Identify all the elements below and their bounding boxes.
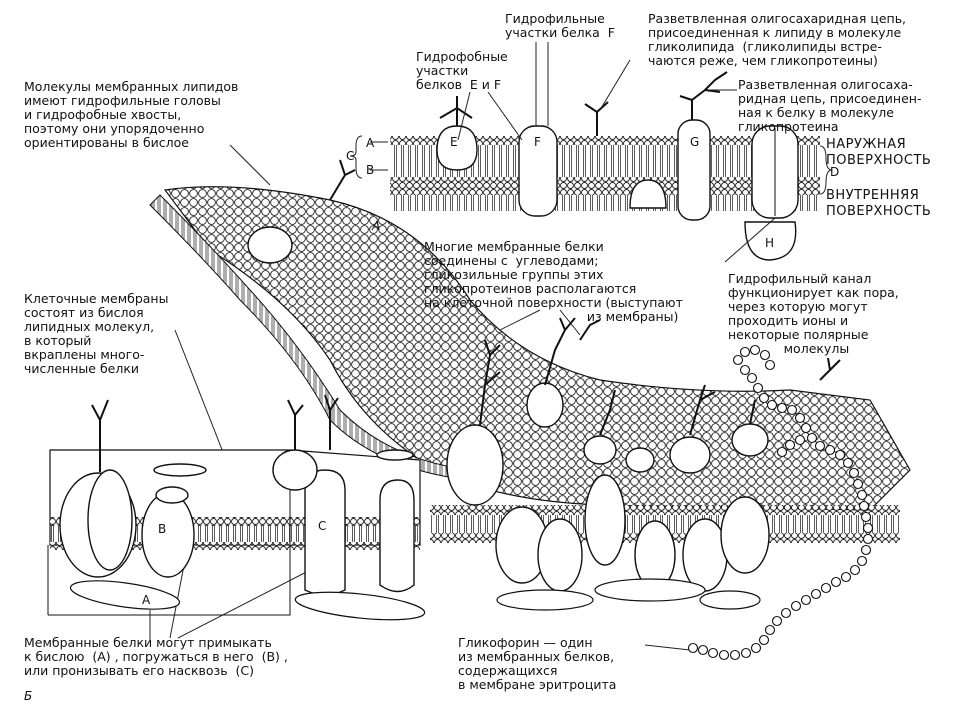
label-branched-glycoprotein: Разветвленная олигосаха- ридная цепь, пр… bbox=[738, 77, 922, 134]
label-branched-glycolipid: Разветвленная олигосахаридная цепь, прис… bbox=[648, 11, 907, 68]
protein-f bbox=[518, 125, 558, 217]
label-hydrophilic-f: Гидрофильные участки белка F bbox=[505, 11, 615, 40]
curved-sheet-top bbox=[163, 186, 911, 511]
protein-g bbox=[677, 119, 711, 221]
label-layer-a: А bbox=[366, 136, 375, 150]
protein-e bbox=[436, 125, 478, 171]
label-lipids: Молекулы мембранных липидов имеют гидроф… bbox=[24, 79, 239, 150]
brace-d bbox=[819, 145, 833, 195]
label-protein-e: E bbox=[450, 135, 458, 149]
label-bilayer: Клеточные мембраны состоят из бислоя лип… bbox=[24, 291, 169, 376]
schematic-sugars bbox=[439, 71, 728, 136]
label-inner-surface: ВНУТРЕННЯЯ ПОВЕРХНОСТЬ bbox=[826, 188, 932, 219]
label-proteins: Мембранные белки могут примыкать к бисло… bbox=[24, 635, 288, 678]
label-outer-surface: НАРУЖНАЯ ПОВЕРХНОСТЬ bbox=[826, 137, 932, 168]
label-bilayer-protein-b: В bbox=[158, 522, 167, 536]
label-layer-b: В bbox=[366, 163, 375, 177]
glycosyl-chains bbox=[91, 159, 841, 472]
half-protein bbox=[629, 179, 667, 209]
label-bilayer-protein-a: А bbox=[142, 593, 151, 607]
schematic-bilayer bbox=[390, 136, 820, 211]
glycophorin-chain bbox=[687, 344, 874, 661]
lower-ellipses bbox=[69, 578, 761, 621]
label-panel-a: А bbox=[372, 219, 381, 233]
brace-c bbox=[349, 135, 363, 179]
label-channel: Гидрофильный канал функционирует как пор… bbox=[728, 271, 899, 356]
label-hydrophobic-ef: Гидрофобные участки белков Е и F bbox=[416, 49, 508, 92]
label-d: D bbox=[830, 165, 840, 179]
label-protein-g: G bbox=[690, 135, 700, 149]
label-protein-f: F bbox=[534, 135, 541, 149]
membrane-proteins bbox=[59, 226, 770, 596]
label-protein-h: H bbox=[765, 236, 775, 250]
label-bilayer-protein-c: С bbox=[318, 519, 327, 533]
label-panel-b: Б bbox=[24, 689, 33, 703]
label-glycophorin: Гликофорин — один из мембранных белков, … bbox=[458, 635, 617, 692]
label-layer-c: С bbox=[346, 149, 355, 163]
label-carbohydrates: Многие мембранные белки соединены с угле… bbox=[424, 239, 683, 324]
